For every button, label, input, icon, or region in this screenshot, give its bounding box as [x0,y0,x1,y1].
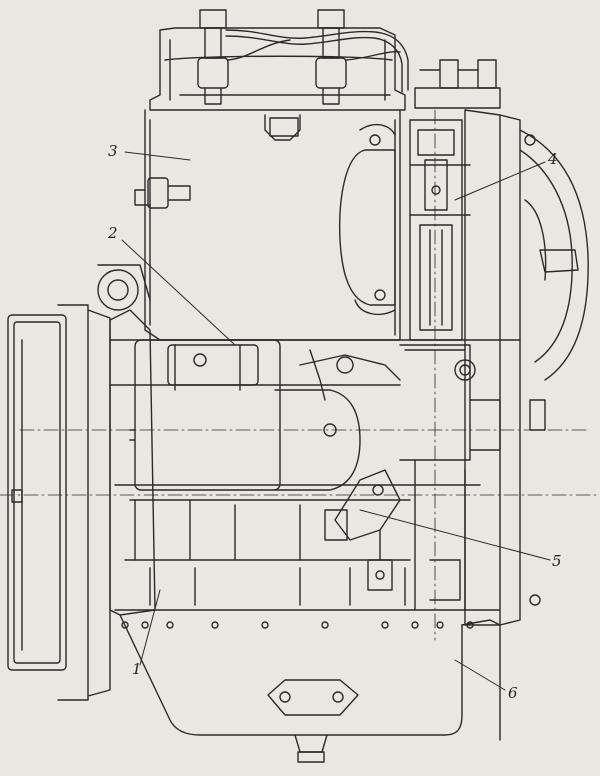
centerlines [0,109,600,641]
leader-1 [139,589,161,666]
leader-lines [121,151,551,691]
crankcase [109,339,521,611]
injector-right [315,9,347,105]
leader-5 [359,509,551,561]
cylinder-block [134,109,401,341]
flange-bolts [121,621,474,629]
leader-6 [454,659,506,691]
leader-2 [121,239,236,346]
callout-label-1: 1 [132,660,142,678]
callout-label-4: 4 [548,150,558,168]
fuel-lines [225,29,409,93]
governor-housing [399,344,546,611]
front-housing [97,264,156,616]
callout-label-5: 5 [552,552,562,570]
flywheel-left [7,304,111,701]
leader-4 [454,161,546,201]
oil-pan [119,614,501,763]
leader-3 [124,151,191,161]
callout-label-6: 6 [508,684,518,702]
valve-cover [149,27,406,111]
callout-label-2: 2 [108,224,118,242]
callout-label-3: 3 [108,142,118,160]
control-linkage [299,349,401,591]
starter-motor [129,339,361,491]
top-right-fittings [414,59,501,109]
injection-pump [409,119,471,341]
fuel-filter [338,123,396,316]
injector-left [197,9,229,105]
flywheel-housing-right [464,109,589,626]
